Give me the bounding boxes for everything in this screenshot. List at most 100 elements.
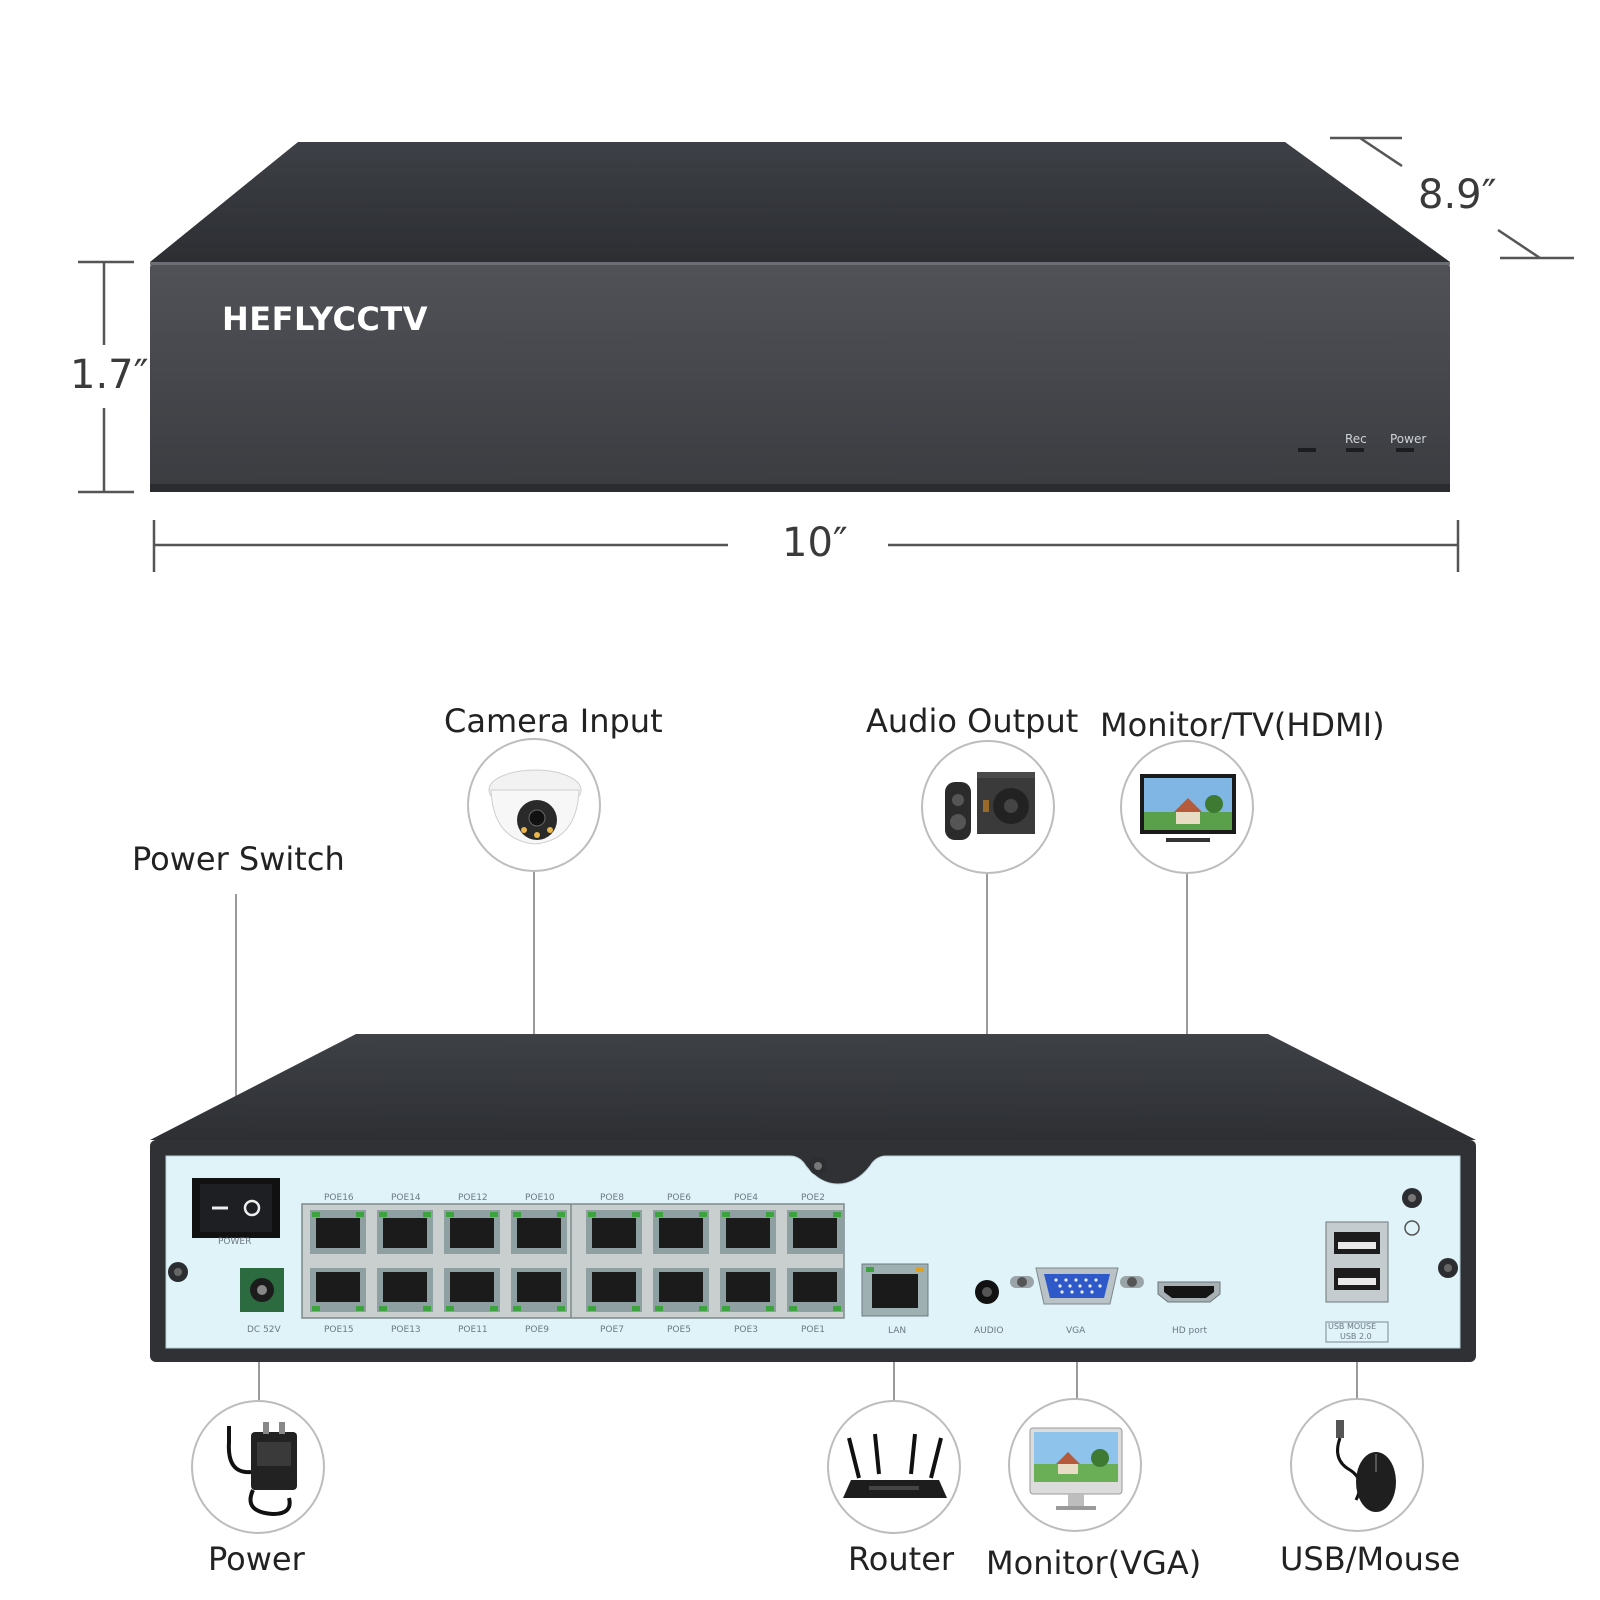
- poe-label-top: POE14: [391, 1193, 421, 1203]
- poe-port-led: [513, 1212, 521, 1217]
- power-led-label: Power: [1390, 432, 1427, 446]
- poe-label-top: POE10: [525, 1193, 555, 1203]
- poe-port-led: [833, 1306, 841, 1311]
- front-chassis-top: [150, 142, 1450, 262]
- computer-monitor-icon: [1029, 1427, 1123, 1510]
- front-chassis-face: [150, 262, 1450, 492]
- camera-input-icon-circle: [467, 738, 601, 872]
- poe-port-led: [356, 1306, 364, 1311]
- poe-port-led: [766, 1306, 774, 1311]
- rear-chassis-top: [150, 1034, 1476, 1140]
- poe-port-led: [588, 1212, 596, 1217]
- poe-label-bottom: POE7: [600, 1325, 624, 1335]
- label-monitor-vga: Monitor(VGA): [986, 1544, 1202, 1582]
- poe-label-bottom: POE11: [458, 1325, 488, 1335]
- poe-port-socket: [316, 1218, 360, 1248]
- usb-text-1: USB MOUSE: [1328, 1322, 1377, 1331]
- poe-port-led: [490, 1212, 498, 1217]
- rec-led-label: Rec: [1345, 432, 1367, 446]
- poe-label-top: POE8: [600, 1193, 624, 1203]
- poe-port-led: [379, 1212, 387, 1217]
- label-monitor-hdmi: Monitor/TV(HDMI): [1100, 706, 1385, 744]
- poe-port-socket: [316, 1272, 360, 1302]
- led-slot-power: [1396, 448, 1414, 452]
- poe-port-led: [490, 1306, 498, 1311]
- poe-port-led: [446, 1306, 454, 1311]
- led-slot-1: [1298, 448, 1316, 452]
- poe-label-bottom: POE15: [324, 1325, 354, 1335]
- label-audio-output: Audio Output: [866, 702, 1079, 740]
- poe-port-led: [446, 1212, 454, 1217]
- rear-view-diagram: [150, 870, 1476, 1400]
- poe-label-bottom: POE9: [525, 1325, 549, 1335]
- poe-port-led: [632, 1212, 640, 1217]
- poe-port-led: [789, 1306, 797, 1311]
- poe-port-socket: [726, 1218, 770, 1248]
- poe-label-top: POE6: [667, 1193, 691, 1203]
- poe-port-led: [423, 1306, 431, 1311]
- poe-port-led: [632, 1306, 640, 1311]
- poe-port-led: [655, 1306, 663, 1311]
- usb-text-2: USB 2.0: [1340, 1332, 1372, 1341]
- poe-port-socket: [383, 1218, 427, 1248]
- led-slot-rec: [1346, 448, 1364, 452]
- power-switch-text: POWER: [218, 1237, 252, 1247]
- monitor-hdmi-icon-circle: [1120, 740, 1254, 874]
- hd-text: HD port: [1172, 1326, 1208, 1336]
- poe-port-led: [699, 1212, 707, 1217]
- lan-text: LAN: [888, 1326, 907, 1336]
- label-camera-input: Camera Input: [444, 702, 663, 740]
- audio-output-icon-circle: [921, 740, 1055, 874]
- poe-port-socket: [517, 1272, 561, 1302]
- mouse-icon: [1336, 1420, 1396, 1512]
- poe-port-socket: [726, 1272, 770, 1302]
- poe-label-bottom: POE13: [391, 1325, 421, 1335]
- poe-port-led: [312, 1306, 320, 1311]
- poe-port-socket: [592, 1218, 636, 1248]
- label-router: Router: [848, 1540, 955, 1578]
- poe-label-top: POE12: [458, 1193, 488, 1203]
- poe-port-socket: [450, 1272, 494, 1302]
- audio-text: AUDIO: [974, 1326, 1004, 1336]
- poe-port-led: [588, 1306, 596, 1311]
- poe-port-socket: [659, 1272, 703, 1302]
- front-view-diagram: [78, 136, 1574, 572]
- poe-port-socket: [450, 1218, 494, 1248]
- usb-mouse-icon-circle: [1290, 1398, 1424, 1532]
- poe-port-led: [722, 1306, 730, 1311]
- poe-port-socket: [793, 1218, 837, 1248]
- width-dimension: 10″: [782, 520, 848, 566]
- poe-port-led: [699, 1306, 707, 1311]
- poe-port-led: [655, 1212, 663, 1217]
- poe-label-top: POE16: [324, 1193, 354, 1203]
- poe-port-led: [312, 1212, 320, 1217]
- label-power: Power: [208, 1540, 305, 1578]
- power-adapter-icon: [226, 1422, 297, 1517]
- poe-port-led: [379, 1306, 387, 1311]
- poe-port-led: [513, 1306, 521, 1311]
- router-icon-circle: [827, 1400, 961, 1534]
- monitor-vga-icon-circle: [1008, 1398, 1142, 1532]
- poe-port-socket: [592, 1272, 636, 1302]
- brand-logo: HEFLYCCTV: [222, 300, 428, 338]
- vga-text: VGA: [1066, 1326, 1086, 1336]
- height-dimension: 1.7″: [70, 352, 149, 398]
- power-adapter-icon-circle: [191, 1400, 325, 1534]
- dc-text: DC 52V: [247, 1325, 281, 1335]
- poe-label-bottom: POE3: [734, 1325, 758, 1335]
- router-icon: [843, 1433, 947, 1498]
- poe-port-socket: [383, 1272, 427, 1302]
- poe-port-led: [833, 1212, 841, 1217]
- poe-port-led: [423, 1212, 431, 1217]
- poe-label-top: POE4: [734, 1193, 758, 1203]
- depth-dimension: 8.9″: [1418, 172, 1497, 218]
- speaker-icon: [945, 772, 1035, 840]
- label-usb-mouse: USB/Mouse: [1280, 1540, 1461, 1578]
- poe-port-led: [789, 1212, 797, 1217]
- poe-port-led: [557, 1212, 565, 1217]
- poe-port-socket: [793, 1272, 837, 1302]
- tv-icon: [1140, 774, 1236, 842]
- poe-label-bottom: POE1: [801, 1325, 825, 1335]
- poe-label-bottom: POE5: [667, 1325, 691, 1335]
- poe-label-top: POE2: [801, 1193, 825, 1203]
